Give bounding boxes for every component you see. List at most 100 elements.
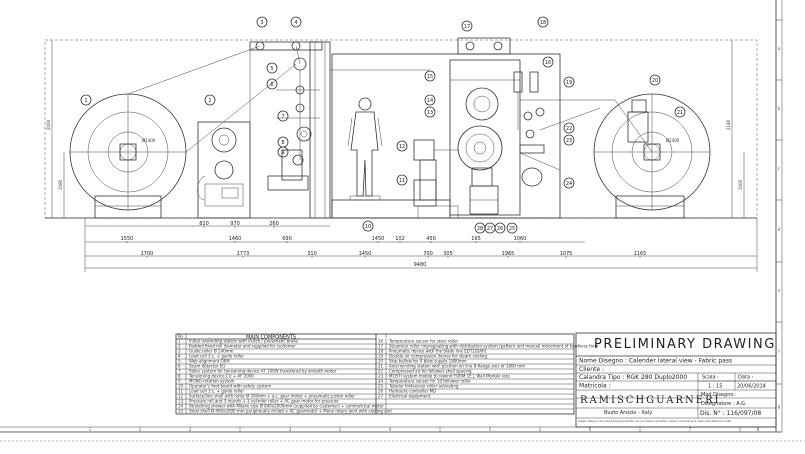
dimension-label: 305 [443, 251, 453, 257]
balloon-16: 16 [542, 56, 554, 68]
balloon-label: 26 [497, 226, 503, 232]
component-description: Roller system for tensioning device AF 1… [189, 369, 337, 374]
balloon-label: 17 [464, 24, 470, 30]
component-number: 27 [378, 394, 384, 399]
balloon-23: 23 [563, 134, 575, 146]
component-description: Steel shell Ø 460x2000 mm peripherally d… [189, 409, 392, 414]
component-number: 23 [378, 374, 384, 379]
dimension-label: 1550 [121, 236, 134, 242]
dimension-label: 1450 [359, 251, 372, 257]
table-header-title: MAIN COMPONENTS [246, 335, 296, 341]
balloon-8: 8 [277, 136, 289, 148]
component-number: 25 [378, 384, 384, 389]
dimension-label: 1060 [514, 236, 527, 242]
component-number: 21 [378, 364, 384, 369]
guide-tower [249, 41, 331, 219]
component-description: Seam detector EG [189, 364, 225, 369]
machine-side-view: 2000 1080 2180 1000 Ø1400 Ø1400 82097026… [44, 37, 758, 272]
dimension-label: 970 [230, 221, 240, 227]
component-number: 12 [178, 394, 184, 399]
balloon-12: 12 [396, 140, 408, 152]
component-number: 2 [178, 344, 181, 349]
nome-disegno: Nome Disegno : Calender lateral view - F… [579, 358, 732, 365]
dimension-label: 1075 [560, 251, 573, 257]
dimension-label: 1450 [372, 236, 385, 242]
balloon-label: 16 [545, 60, 551, 66]
balloon-22: 22 [563, 122, 575, 134]
balloon-label: 24 [566, 181, 572, 187]
drawing-number: Dis. N° : 116/097/08 [700, 410, 761, 417]
dimension-label: 820 [199, 221, 209, 227]
balloon-label: 19 [566, 80, 572, 86]
balloon-10: 10 [362, 220, 374, 232]
balloon-19: 19 [563, 76, 575, 88]
dim-right-height-2: 1000 [738, 179, 743, 190]
horizontal-dimensions [84, 218, 758, 272]
component-description: Guide roller Ø 140mm [189, 349, 234, 354]
dim-left-height-2: 1080 [58, 179, 63, 190]
grid-col-label: 4 [389, 427, 392, 432]
scala-label: Scala : [702, 375, 719, 381]
grid-col-label: 2 [189, 427, 192, 432]
component-description: Axial winding station with position on l… [389, 364, 525, 369]
balloon-9: 9 [277, 146, 289, 158]
height-dimensions: 2000 1080 2180 1000 Ø1400 Ø1400 [46, 40, 745, 218]
balloon-label: 23 [566, 138, 572, 144]
balloon-4: 4 [290, 16, 302, 28]
balloon-label: 1 [84, 98, 87, 104]
component-number: 18 [378, 349, 384, 354]
grid-row-label: d [778, 227, 781, 232]
component-number: 5 [178, 359, 181, 364]
component-number: 6 [178, 364, 181, 369]
component-description: Operator's foot board with safety system [189, 384, 271, 389]
component-description: Temperature sensor for 10 follower rolle… [388, 379, 471, 384]
component-description: Tubular foldsensor roller activating [388, 384, 459, 389]
component-number: 7 [178, 369, 181, 374]
balloon-1: 1 [80, 94, 92, 106]
mod-disegno: Mod.Disegno : [701, 392, 737, 398]
balloon-label: 21 [677, 110, 683, 116]
balloon-label: 5 [270, 66, 273, 72]
component-description: Pressure roll and 3 rounds + 1 cylinder … [189, 399, 339, 404]
balloon-label: 14 [427, 98, 433, 104]
company-brand: RAMISCHGUARNERI [580, 395, 721, 406]
calender-frame [331, 37, 561, 219]
cliente: Cliente : [579, 366, 604, 373]
dimension-label: 450 [426, 236, 436, 242]
grid-col-label: 6 [589, 427, 592, 432]
component-number: 19 [378, 354, 384, 359]
component-number: 16 [378, 339, 384, 344]
dimension-label: 1165 [634, 251, 647, 257]
component-description: Steam/air roller impregnating with distr… [389, 344, 599, 349]
component-number: 13 [178, 399, 184, 404]
web-path [127, 45, 653, 160]
dimension-label: 1965 [502, 251, 515, 257]
component-number: 3 [178, 349, 181, 354]
preliminary-drawing-title: PRELIMINARY DRAWING [594, 337, 776, 352]
dimension-label: 195 [471, 236, 481, 242]
component-number: 1 [178, 339, 181, 344]
matricola: Matricola : [579, 383, 611, 390]
grid-col-label: 1 [89, 427, 92, 432]
scala-value: 1 : 15 [708, 384, 722, 390]
component-number: 26 [378, 389, 384, 394]
dimension-label: 1773 [237, 251, 250, 257]
balloon-7: 7 [277, 110, 289, 122]
balloon-label: 6 [270, 82, 273, 88]
balloon-15: 15 [424, 70, 436, 82]
component-description: Double air compression device for steam … [389, 354, 487, 359]
balloon-label: 8 [281, 140, 284, 146]
balloon-24: 24 [563, 177, 575, 189]
balloon-28: 28 [474, 222, 486, 234]
balloon-18: 18 [537, 16, 549, 28]
rewind-roll [593, 93, 711, 219]
component-description: Load cell 3 c. + guide roller [189, 389, 244, 394]
balloon-26: 26 [494, 222, 506, 234]
balloon-label: 22 [566, 126, 572, 132]
balloon-6: 6 [266, 78, 278, 90]
component-description: Compressed air for follower shell spacin… [389, 369, 472, 374]
dimension-overall: 9480 [414, 262, 427, 268]
